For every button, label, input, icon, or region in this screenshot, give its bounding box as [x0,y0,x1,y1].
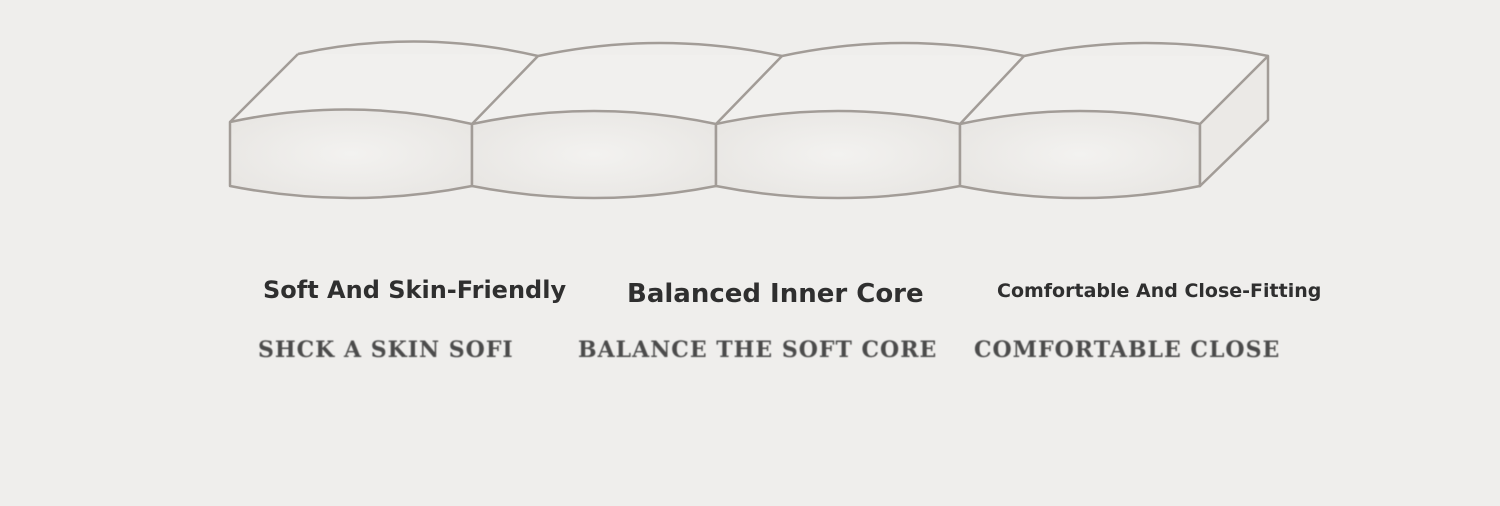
top-seam-3 [715,55,783,125]
feature-title-soft: Soft And Skin-Friendly [263,276,567,304]
front-face-4 [958,109,1202,200]
feature-title-core: Balanced Inner Core [627,279,924,309]
top-edge-3 [781,41,1025,58]
top-edge-1 [297,40,539,58]
feature-title-comfort: Comfortable And Close-Fitting [997,280,1322,302]
side-face [1198,54,1270,188]
top-edge-4 [1023,41,1269,58]
top-seam-2 [471,55,539,125]
feature-subtitle-core: BALANCE THE SOFT CORE [578,337,938,363]
top-seam-left [229,53,299,123]
feature-subtitle-comfort: COMFORTABLE CLOSE [974,337,1281,363]
mattress-layers-illustration [228,40,1270,200]
front-face-2 [470,109,718,200]
feature-subtitle-soft: SHCK A SKIN SOFI [258,337,514,363]
front-face-1 [228,108,474,200]
front-face-3 [714,109,962,200]
top-edge-2 [537,41,783,58]
top-seam-4 [959,55,1025,125]
